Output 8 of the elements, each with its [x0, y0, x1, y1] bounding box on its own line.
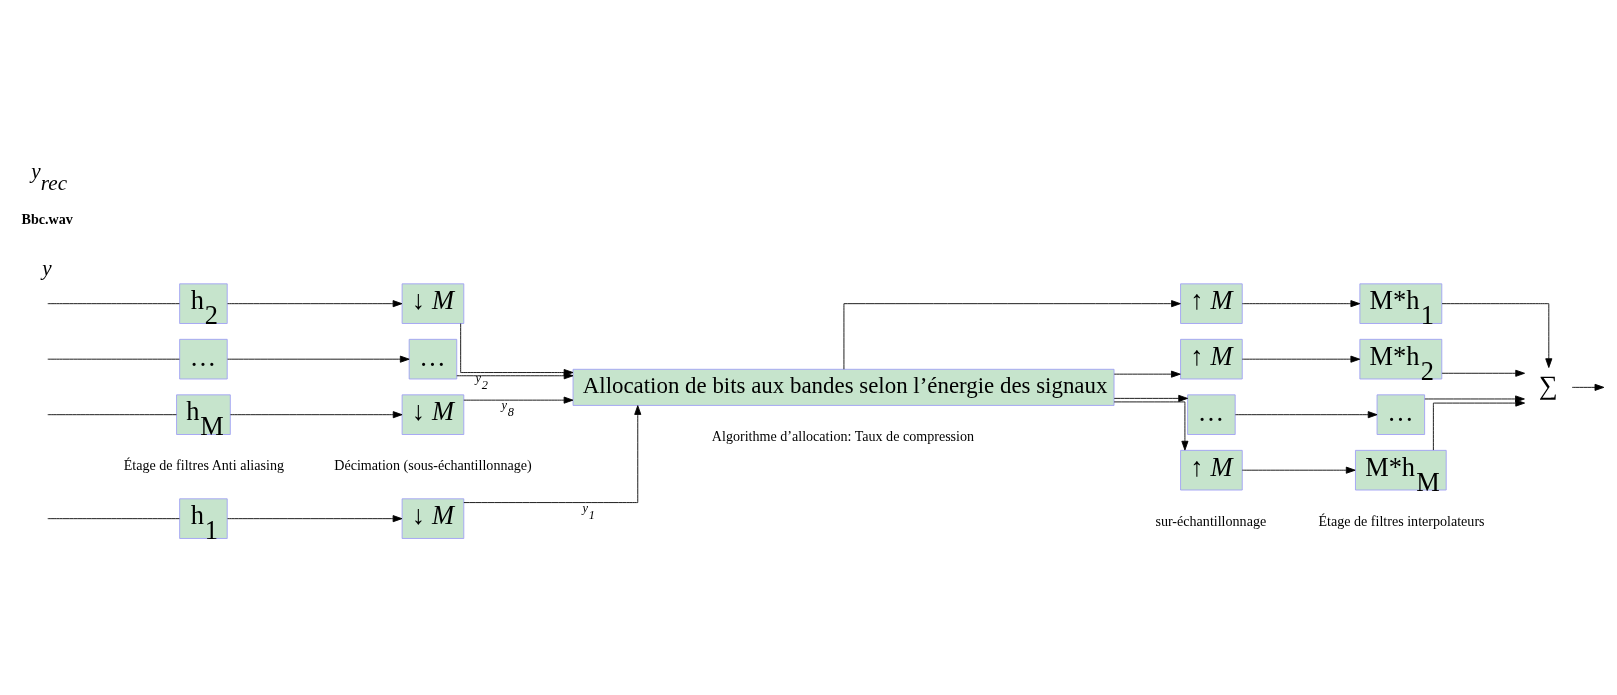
- label: Algorithme d’allocation: Taux de compression: [711, 427, 975, 444]
- label: y: [42, 255, 52, 280]
- label: Bbc.wav: [21, 211, 73, 228]
- label: Décimation (sous-échantillonnage): [334, 457, 532, 474]
- label: Étage de filtres interpolateurs: [1318, 512, 1485, 529]
- node-text: ∑: [1538, 369, 1558, 400]
- label: sur-échantillonnage: [1155, 512, 1267, 529]
- label: Étage de filtres Anti aliasing: [123, 457, 284, 474]
